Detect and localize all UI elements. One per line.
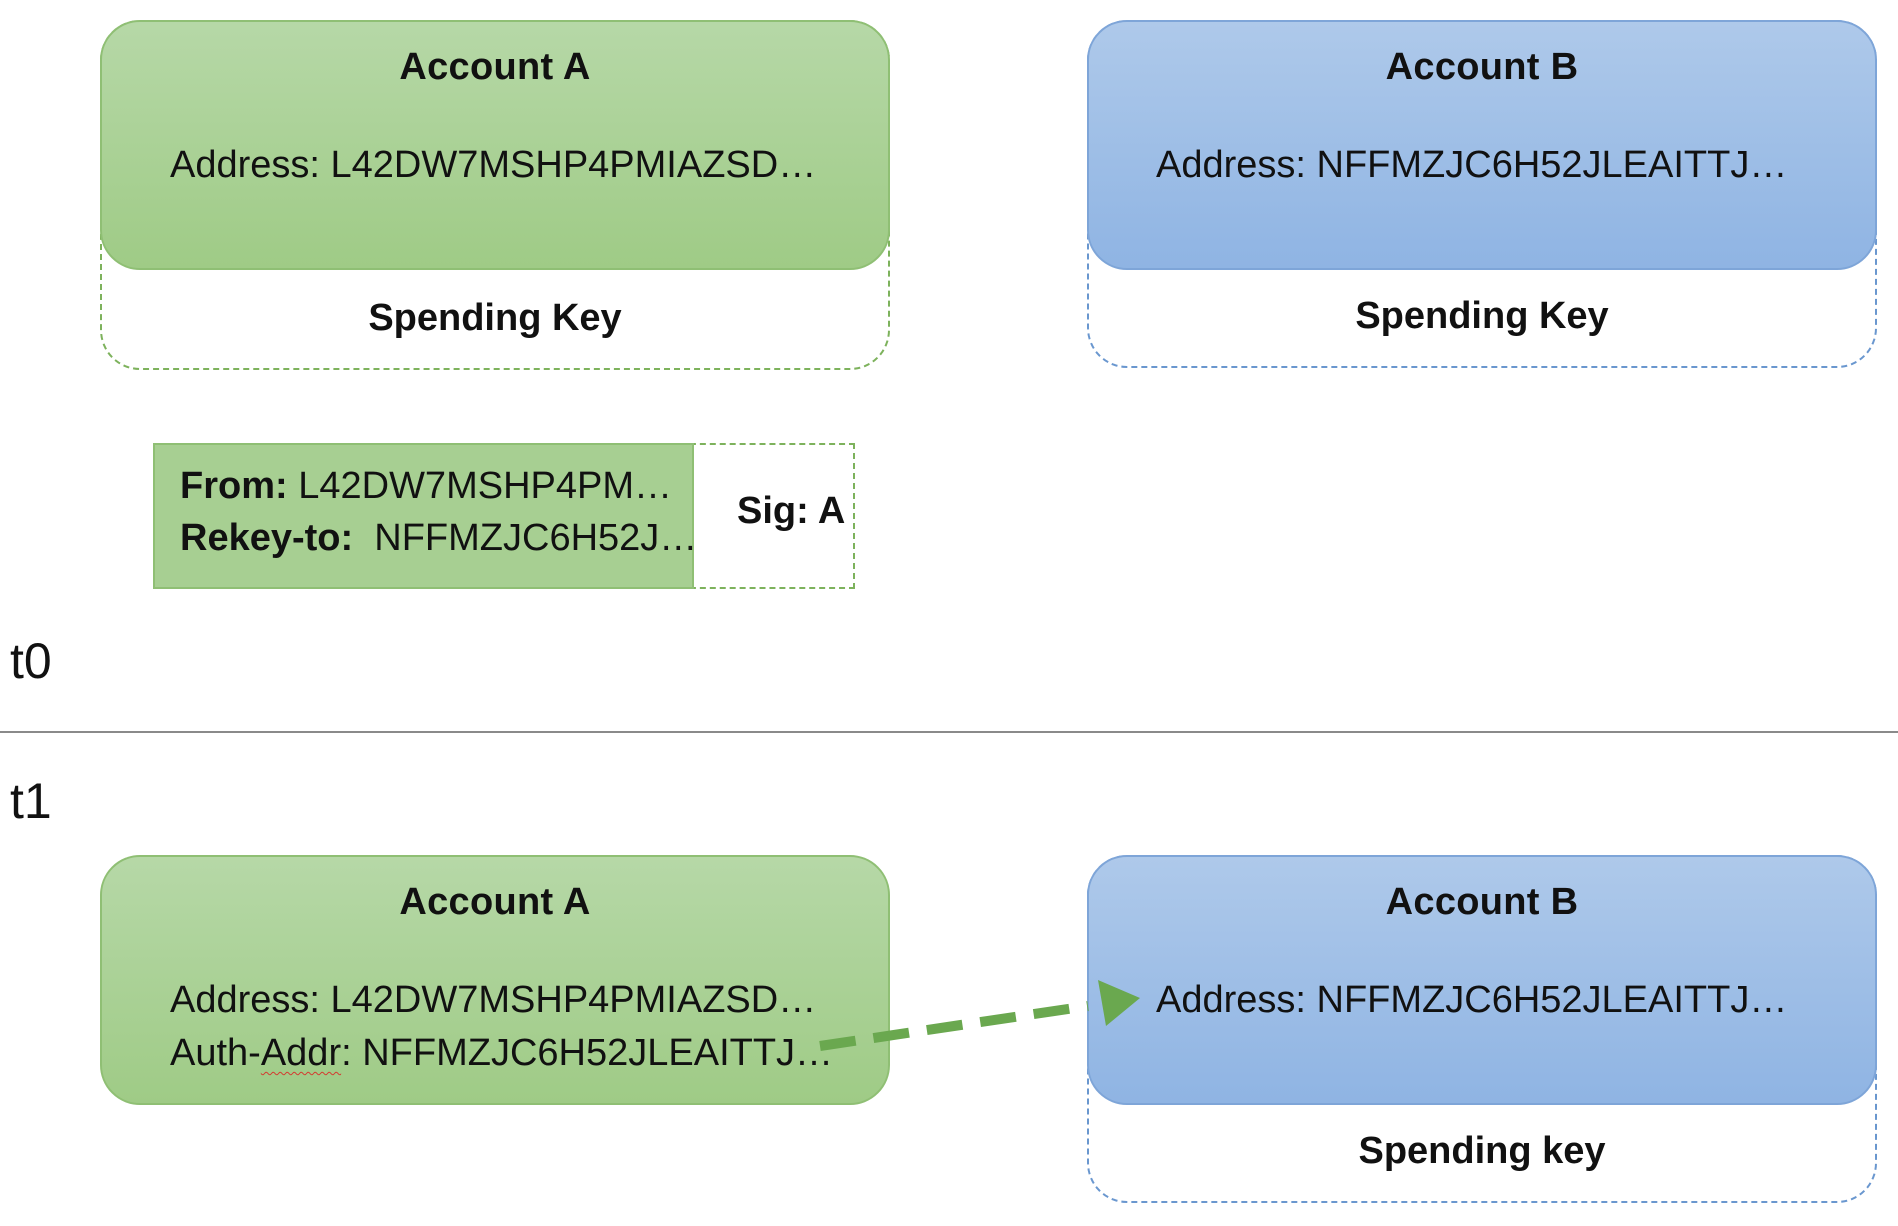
address-label: Address: (1156, 979, 1306, 1021)
address-label: Address: (170, 144, 320, 186)
auth-addr-value: NFFMZJC6H52JLEAITTJ… (362, 1032, 834, 1074)
from-value: L42DW7MSHP4PM… (298, 465, 672, 507)
account-b-title: Account B (1385, 46, 1579, 88)
address-value: NFFMZJC6H52JLEAITTJ… (1316, 979, 1788, 1021)
transaction-rekey-to: Rekey-to: NFFMZJC6H52J… (180, 517, 697, 560)
rekey-value: NFFMZJC6H52J… (374, 517, 698, 559)
auth-label-word: Addr (260, 1032, 342, 1074)
account-b-address: Address: NFFMZJC6H52JLEAITTJ… (1156, 979, 1787, 1022)
account-a-address: Address: L42DW7MSHP4PMIAZSD… (170, 144, 816, 187)
account-b-card-t1: Account B Address: NFFMZJC6H52JLEAITTJ… (1087, 855, 1877, 1105)
rekey-label: Rekey-to: (180, 517, 354, 559)
account-a-title: Account A (399, 881, 591, 923)
auth-label-prefix: Auth- (170, 1032, 261, 1074)
time-label-t1: t1 (10, 773, 52, 829)
arrow-head-icon (1098, 980, 1140, 1026)
from-label: From: (180, 465, 288, 507)
address-value: L42DW7MSHP4PMIAZSD… (330, 979, 817, 1021)
account-b-spending-key-label: Spending Key (1355, 295, 1609, 337)
account-b-card: Account B Address: NFFMZJC6H52JLEAITTJ… (1087, 20, 1877, 270)
account-a-title: Account A (399, 46, 591, 88)
transaction-signature: Sig: A (737, 490, 846, 532)
account-b-address: Address: NFFMZJC6H52JLEAITTJ… (1156, 144, 1787, 187)
rekey-transaction: From: L42DW7MSHP4PM… Rekey-to: NFFMZJC6H… (153, 443, 855, 589)
account-b-spending-key-label: Spending key (1358, 1130, 1606, 1172)
time-label-t0: t0 (10, 633, 52, 689)
transaction-body: From: L42DW7MSHP4PM… Rekey-to: NFFMZJC6H… (153, 443, 697, 589)
account-a-card: Account A Address: L42DW7MSHP4PMIAZSD… (100, 20, 890, 270)
address-label: Address: (170, 979, 320, 1021)
account-b-title: Account B (1385, 881, 1579, 923)
address-value: NFFMZJC6H52JLEAITTJ… (1316, 144, 1788, 186)
account-a-address: Address: L42DW7MSHP4PMIAZSD… (170, 979, 816, 1022)
arrow-shaft (819, 1001, 1089, 1051)
address-label: Address: (1156, 144, 1306, 186)
account-a-card-t1: Account A Address: L42DW7MSHP4PMIAZSD… A… (100, 855, 890, 1105)
account-a-auth-addr: Auth-Addr: NFFMZJC6H52JLEAITTJ… (170, 1032, 833, 1075)
timeline-divider (0, 731, 1898, 733)
account-a-spending-key-label: Spending Key (368, 297, 622, 339)
transaction-from: From: L42DW7MSHP4PM… (180, 465, 672, 508)
auth-label-colon: : (341, 1032, 352, 1074)
address-value: L42DW7MSHP4PMIAZSD… (330, 144, 817, 186)
